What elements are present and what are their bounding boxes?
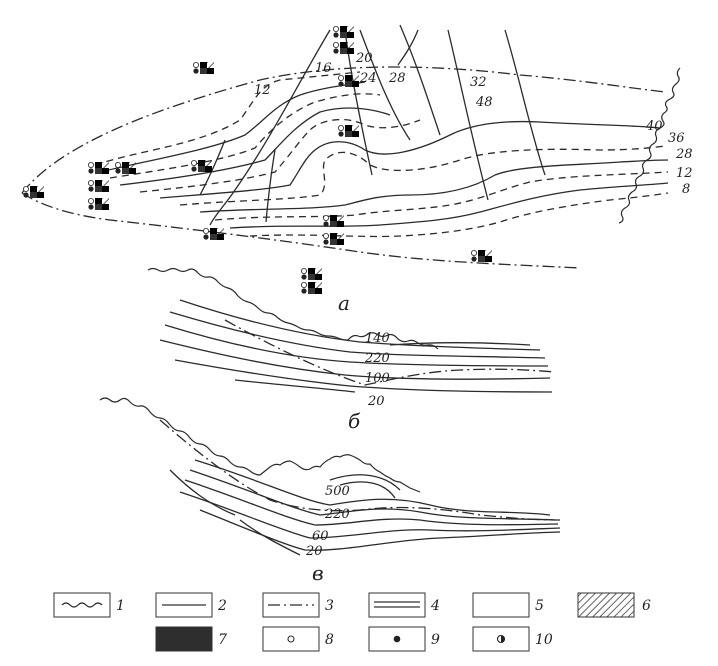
well-symbol bbox=[337, 124, 360, 138]
legend-item-9: 9 bbox=[368, 626, 440, 652]
contour-label: 40 bbox=[645, 119, 663, 134]
contour-label: 28 bbox=[388, 71, 406, 86]
contour-label: 20 bbox=[305, 544, 323, 559]
legend-number: 8 bbox=[325, 632, 334, 648]
contour-label: 48 bbox=[475, 95, 493, 110]
panel-c-section: 500 220 60 20 в bbox=[99, 397, 561, 585]
contour-label: 220 bbox=[324, 507, 350, 522]
well-symbol bbox=[322, 214, 345, 228]
open-circle-icon bbox=[287, 635, 295, 643]
contour-label: 8 bbox=[682, 182, 690, 197]
legend-number: 2 bbox=[217, 598, 227, 614]
well-symbol bbox=[22, 185, 45, 199]
legend-number: 9 bbox=[431, 632, 440, 648]
well-symbol bbox=[300, 267, 323, 281]
legend-item-10: 10 bbox=[472, 626, 553, 652]
contour-label: 220 bbox=[364, 351, 390, 366]
contour-label: 500 bbox=[325, 484, 350, 499]
contour-label: 32 bbox=[470, 75, 487, 90]
well-symbol bbox=[202, 227, 225, 241]
legend-item-8: 8 bbox=[262, 626, 334, 652]
well-symbol bbox=[332, 41, 355, 55]
well-symbol bbox=[337, 74, 360, 88]
legend-number: 1 bbox=[116, 598, 125, 614]
legend-item-6: 6 bbox=[577, 592, 651, 618]
legend: 1 2 3 4 5 6 7 bbox=[53, 592, 651, 652]
contour-label: 100 bbox=[365, 371, 390, 386]
legend-number: 6 bbox=[642, 598, 651, 614]
legend-number: 10 bbox=[535, 632, 553, 648]
well-symbol bbox=[192, 61, 215, 75]
well-symbol bbox=[190, 159, 213, 173]
filled-circle-icon bbox=[393, 635, 401, 643]
legend-item-1: 1 bbox=[53, 592, 125, 618]
legend-item-4: 4 bbox=[368, 592, 440, 618]
contour-label: 16 bbox=[315, 61, 332, 76]
panel-label-c: в bbox=[312, 561, 324, 585]
legend-number: 7 bbox=[218, 632, 227, 648]
contour-label: 28 bbox=[675, 147, 693, 162]
well-symbol bbox=[322, 232, 345, 246]
well-symbol bbox=[87, 179, 110, 193]
contour-label: 12 bbox=[254, 83, 271, 98]
contour-label: 20 bbox=[355, 51, 373, 66]
panel-b-section: 140 220 100 20 б bbox=[147, 267, 556, 433]
well-symbol bbox=[87, 197, 110, 211]
well-symbol bbox=[300, 281, 323, 295]
contour-label: 60 bbox=[312, 529, 329, 544]
legend-item-2: 2 bbox=[155, 592, 227, 618]
contour-label: 24 bbox=[359, 71, 377, 86]
panel-a-map: 12 16 20 24 28 32 48 40 36 28 12 8 а bbox=[21, 24, 693, 315]
contour-label: 20 bbox=[367, 394, 385, 409]
well-symbol bbox=[470, 249, 493, 263]
well-symbol bbox=[87, 161, 110, 175]
legend-item-7: 7 bbox=[155, 626, 227, 652]
legend-number: 5 bbox=[535, 598, 544, 614]
well-symbol bbox=[332, 25, 355, 39]
contour-label: 12 bbox=[676, 166, 693, 181]
panel-label-b: б bbox=[348, 409, 361, 433]
legend-number: 3 bbox=[325, 598, 334, 614]
contour-label: 36 bbox=[668, 131, 685, 146]
panel-label-a: а bbox=[338, 291, 350, 315]
contour-label: 140 bbox=[365, 331, 390, 346]
legend-item-5: 5 bbox=[472, 592, 544, 618]
legend-item-3: 3 bbox=[262, 592, 334, 618]
legend-number: 4 bbox=[430, 598, 440, 614]
